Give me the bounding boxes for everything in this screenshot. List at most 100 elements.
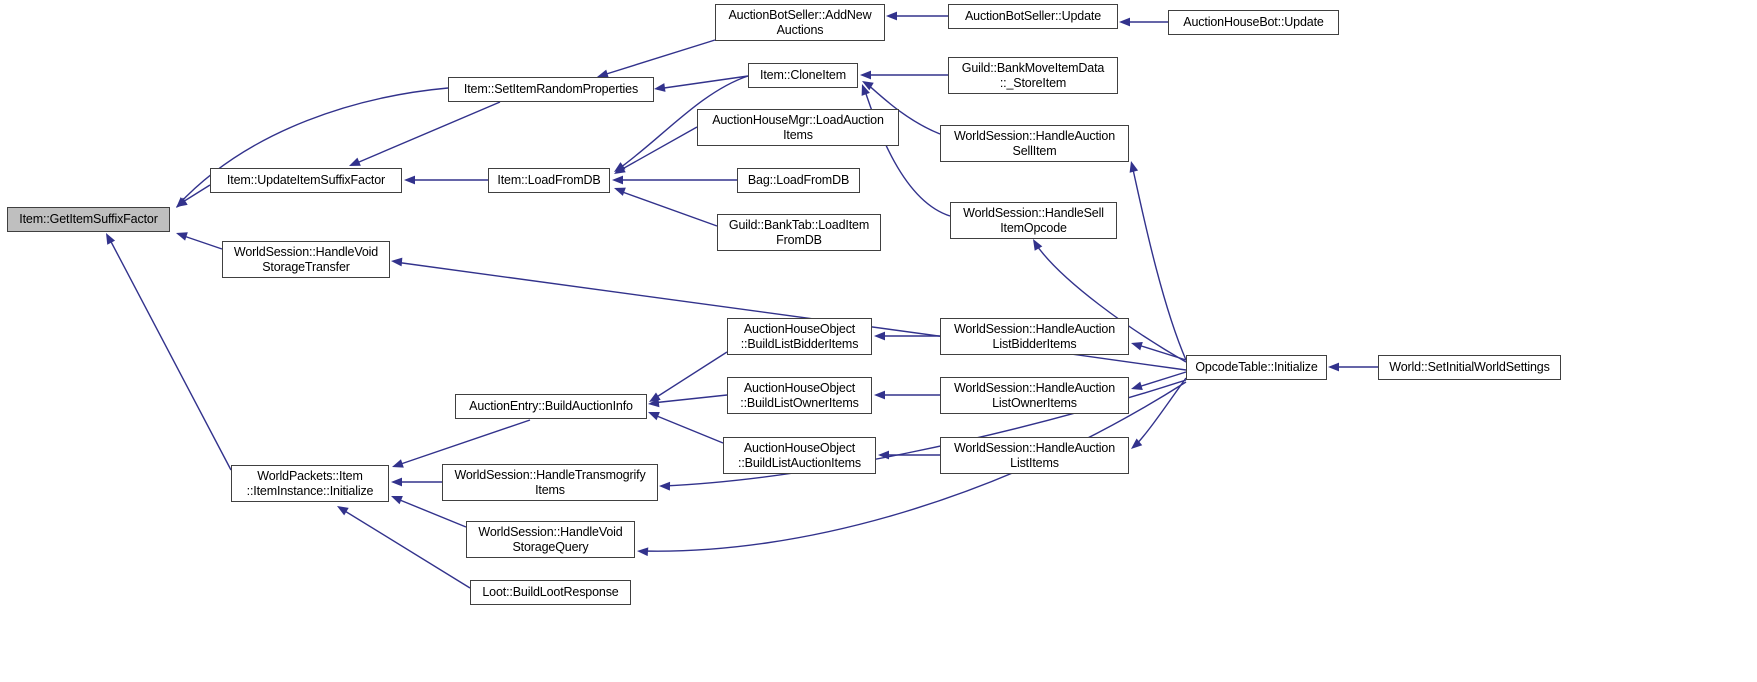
edge-arrowhead [176,197,187,208]
graph-edge [614,187,718,227]
graph-node[interactable]: Item::GetItemSuffixFactor [7,207,170,232]
graph-node[interactable]: WorldSession::HandleVoid StorageQuery [466,521,635,558]
edge-arrowhead [1328,362,1339,372]
graph-edge [1131,377,1187,449]
edge-arrowhead [1131,381,1143,390]
graph-edge [649,351,728,402]
graph-node-label: Item::GetItemSuffixFactor [19,212,158,227]
graph-node[interactable]: Guild::BankMoveItemData ::_StoreItem [948,57,1118,94]
edge-arrowhead [392,459,404,468]
edge-arrowhead [404,175,415,185]
graph-node-label: AuctionEntry::BuildAuctionInfo [469,399,633,414]
graph-edge [1328,362,1378,372]
graph-edge [349,101,501,166]
graph-node[interactable]: AuctionHouseBot::Update [1168,10,1339,35]
edge-arrowhead [648,398,660,408]
graph-node-label: Guild::BankMoveItemData ::_StoreItem [961,61,1105,90]
graph-node-label: AuctionBotSeller::Update [964,9,1102,24]
edge-arrowhead [878,450,889,460]
edge-arrowhead [637,547,649,557]
edge-arrowhead [1131,342,1143,351]
graph-node-label: AuctionHouseObject ::BuildListBidderItem… [740,322,859,351]
edge-arrowhead [649,392,661,402]
graph-node-label: AuctionHouseObject ::BuildListOwnerItems [740,381,859,410]
graph-node[interactable]: WorldSession::HandleSell ItemOpcode [950,202,1117,239]
graph-node-label: World::SetInitialWorldSettings [1389,360,1550,375]
graph-node-label: Bag::LoadFromDB [747,173,850,188]
graph-node-label: AuctionBotSeller::AddNew Auctions [728,8,872,37]
graph-edge [404,175,488,185]
graph-edge [614,126,698,174]
graph-edge [874,331,940,341]
graph-node-label: Item::LoadFromDB [497,173,601,188]
graph-node[interactable]: AuctionHouseObject ::BuildListBidderItem… [727,318,872,355]
graph-edge [391,477,442,487]
edge-arrowhead [862,81,874,91]
graph-edge [878,450,940,460]
graph-node-label: AuctionHouseObject ::BuildListAuctionIte… [738,441,861,470]
graph-node[interactable]: WorldSession::HandleAuction ListItems [940,437,1129,474]
graph-edge [337,506,471,589]
graph-edge [648,394,728,408]
graph-edge [1129,161,1187,361]
edge-arrowhead [861,84,870,96]
graph-node[interactable]: AuctionHouseObject ::BuildListAuctionIte… [723,437,876,474]
graph-node[interactable]: AuctionBotSeller::AddNew Auctions [715,4,885,41]
graph-node-label: WorldSession::HandleAuction ListBidderIt… [953,322,1116,351]
graph-node[interactable]: AuctionBotSeller::Update [948,4,1118,29]
graph-node[interactable]: Guild::BankTab::LoadItem FromDB [717,214,881,251]
edge-arrowhead [648,412,660,421]
edge-arrowhead [654,83,666,92]
graph-node[interactable]: Loot::BuildLootResponse [470,580,631,605]
graph-node[interactable]: AuctionEntry::BuildAuctionInfo [455,394,647,419]
graph-node-label: WorldSession::HandleTransmogrify Items [454,468,646,497]
graph-edge [597,39,716,78]
graph-edge [648,412,724,444]
graph-node-label: WorldSession::HandleAuction SellItem [953,129,1116,158]
graph-node-label: Item::CloneItem [760,68,846,83]
graph-edge [106,233,232,471]
graph-node-label: WorldSession::HandleAuction ListItems [953,441,1116,470]
graph-node[interactable]: WorldPackets::Item ::ItemInstance::Initi… [231,465,389,502]
graph-edge [1119,17,1168,27]
graph-node[interactable]: Bag::LoadFromDB [737,168,860,193]
edge-arrowhead [337,506,349,516]
graph-node-label: AuctionHouseMgr::LoadAuction Items [712,113,884,142]
graph-node[interactable]: WorldSession::HandleAuction ListBidderIt… [940,318,1129,355]
graph-node-label: Loot::BuildLootResponse [482,585,619,600]
graph-node[interactable]: AuctionHouseObject ::BuildListOwnerItems [727,377,872,414]
edge-arrowhead [614,164,626,174]
graph-node-label: AuctionHouseBot::Update [1183,15,1324,30]
graph-edge [1131,342,1187,361]
graph-node[interactable]: Item::SetItemRandomProperties [448,77,654,102]
graph-node-label: WorldSession::HandleVoid StorageTransfer [233,245,379,274]
edge-arrowhead [176,232,188,241]
graph-node[interactable]: Item::CloneItem [748,63,858,88]
graph-node[interactable]: WorldSession::HandleAuction ListOwnerIte… [940,377,1129,414]
graph-edge [654,75,749,92]
graph-node[interactable]: AuctionHouseMgr::LoadAuction Items [697,109,899,146]
edge-arrowhead [391,477,402,487]
graph-edge [176,184,211,207]
graph-node[interactable]: Item::UpdateItemSuffixFactor [210,168,402,193]
edge-arrowhead [1119,17,1130,27]
graph-node[interactable]: Item::LoadFromDB [488,168,610,193]
graph-node[interactable]: WorldSession::HandleTransmogrify Items [442,464,658,501]
graph-node-label: WorldSession::HandleSell ItemOpcode [963,206,1104,235]
graph-node[interactable]: WorldSession::HandleAuction SellItem [940,125,1129,162]
graph-node-label: Item::SetItemRandomProperties [463,82,639,97]
graph-edge [1131,371,1187,390]
edge-arrowhead [614,162,626,172]
edge-arrowhead [1131,438,1143,449]
edge-arrowhead [391,257,403,267]
graph-node[interactable]: WorldSession::HandleVoid StorageTransfer [222,241,390,278]
edge-arrowhead [176,197,188,207]
graph-edge [860,70,948,80]
edge-arrowhead [106,233,116,245]
graph-node[interactable]: World::SetInitialWorldSettings [1378,355,1561,380]
edge-arrowhead [886,11,897,21]
graph-node[interactable]: OpcodeTable::Initialize [1186,355,1327,380]
edge-arrowhead [391,496,403,505]
